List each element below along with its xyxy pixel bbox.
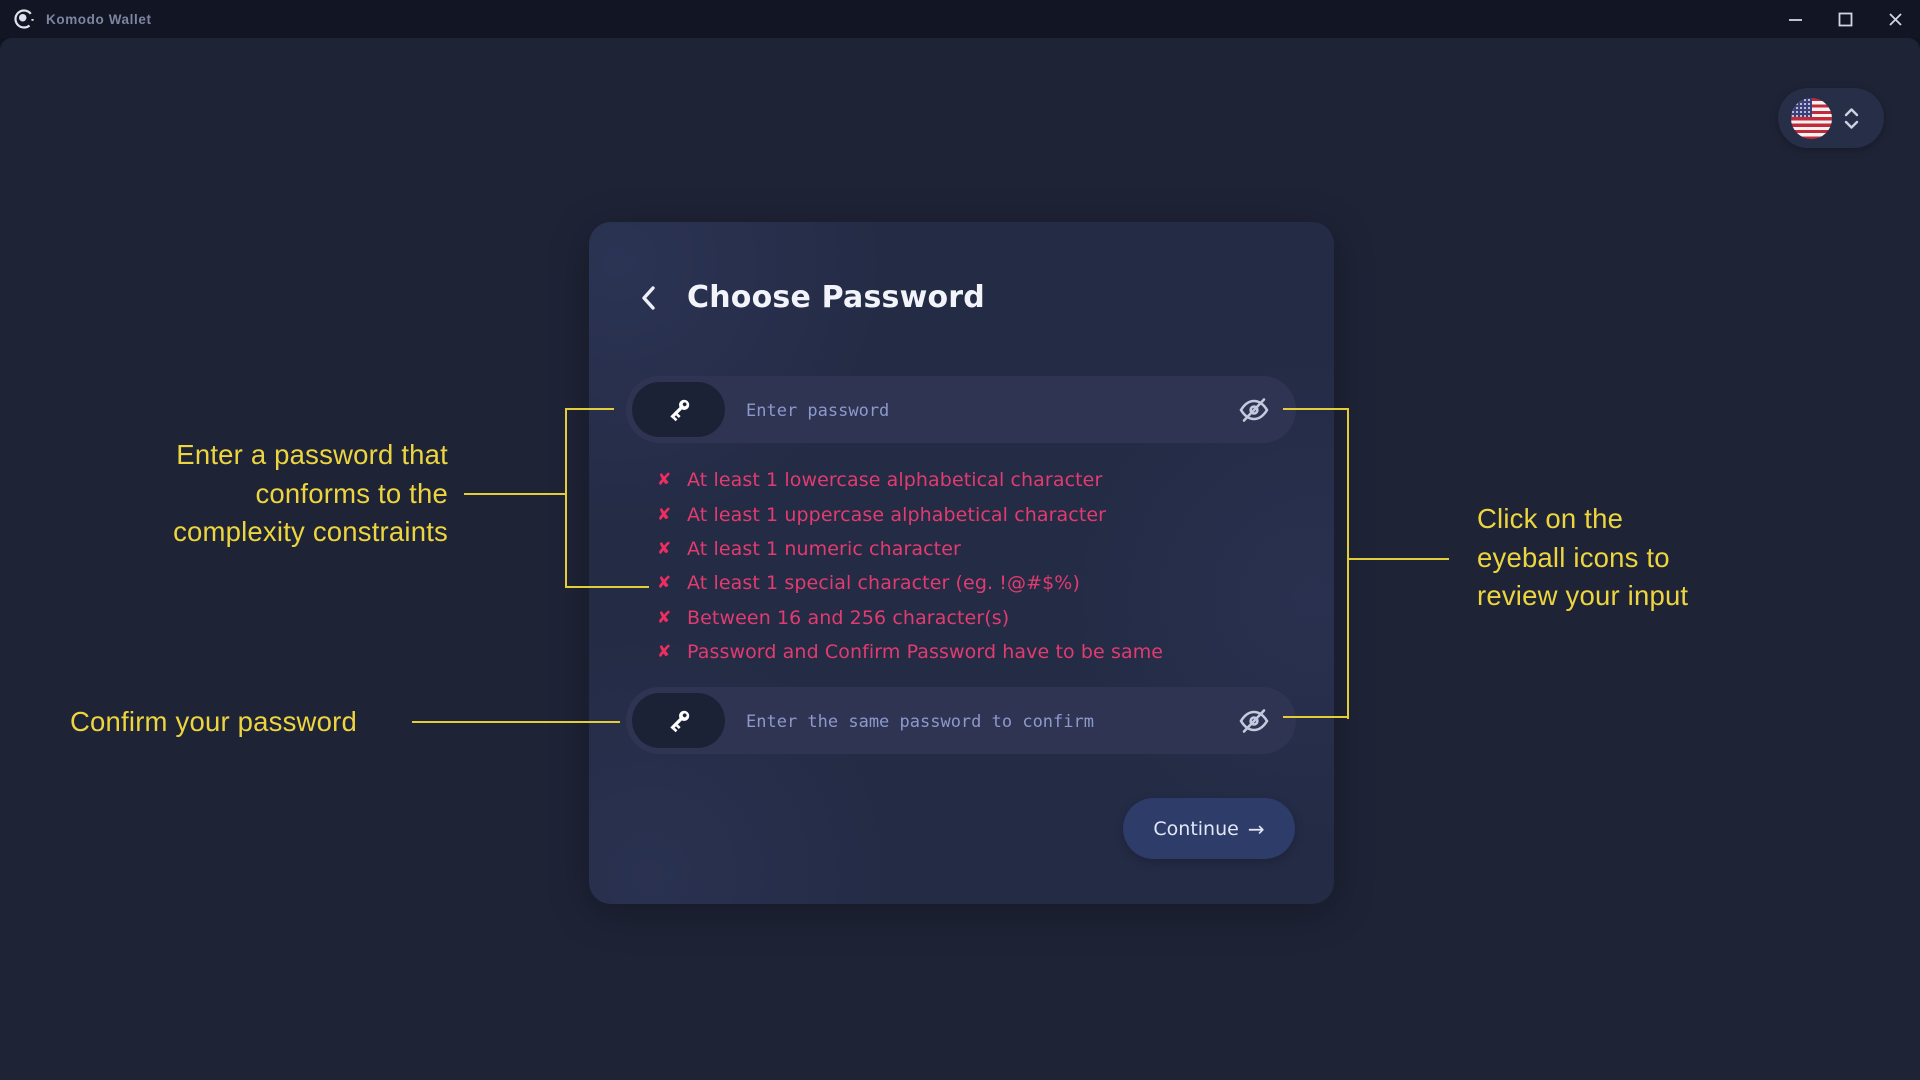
password-field[interactable] xyxy=(626,376,1296,445)
requirement-row: ✘ Between 16 and 256 character(s) xyxy=(657,601,1217,635)
requirement-text: Password and Confirm Password have to be… xyxy=(687,641,1164,664)
app-title: Komodo Wallet xyxy=(46,11,152,27)
requirement-row: ✘ At least 1 uppercase alphabetical char… xyxy=(657,497,1217,531)
key-icon xyxy=(669,710,689,732)
key-icon-badge xyxy=(632,382,725,437)
requirement-row: ✘ At least 1 numeric character xyxy=(657,532,1217,566)
annotation-eyeball-icons: Click on the eyeball icons to review you… xyxy=(1477,503,1689,612)
close-button[interactable] xyxy=(1870,0,1920,38)
requirement-row: ✘ At least 1 lowercase alphabetical char… xyxy=(657,463,1217,497)
password-visibility-toggle[interactable] xyxy=(1234,393,1274,426)
requirement-row: ✘ At least 1 special character (eg. !@#$… xyxy=(657,566,1217,600)
minimize-icon xyxy=(1788,18,1802,21)
back-button[interactable] xyxy=(633,283,663,313)
titlebar: Komodo Wallet xyxy=(0,0,1920,38)
fail-x-icon: ✘ xyxy=(657,642,672,663)
card-header: Choose Password xyxy=(633,280,985,315)
language-selector[interactable] xyxy=(1778,88,1884,148)
connector-line xyxy=(565,408,568,588)
confirm-password-input[interactable] xyxy=(744,687,1208,756)
fail-x-icon: ✘ xyxy=(657,607,672,628)
connector-line xyxy=(1347,408,1350,719)
chevron-up-down-icon xyxy=(1844,107,1859,129)
eye-slash-icon xyxy=(1239,708,1269,733)
maximize-icon xyxy=(1838,12,1852,26)
confirm-password-field[interactable] xyxy=(626,687,1296,756)
requirement-row: ✘ Password and Confirm Password have to … xyxy=(657,635,1217,669)
connector-line xyxy=(412,721,620,724)
annotation-confirm-password: Confirm your password xyxy=(70,706,357,737)
connector-line xyxy=(1283,408,1349,411)
chevron-left-icon xyxy=(642,285,655,310)
maximize-button[interactable] xyxy=(1820,0,1870,38)
minimize-button[interactable] xyxy=(1770,0,1820,38)
requirement-text: At least 1 special character (eg. !@#$%) xyxy=(687,572,1080,595)
continue-label: Continue xyxy=(1153,817,1239,840)
connector-line xyxy=(1283,716,1349,719)
key-icon xyxy=(669,399,689,421)
requirement-text: At least 1 numeric character xyxy=(687,537,961,560)
connector-line xyxy=(565,586,649,589)
komodo-logo-icon xyxy=(14,9,34,29)
us-flag-icon xyxy=(1791,97,1832,139)
requirement-text: At least 1 uppercase alphabetical charac… xyxy=(687,503,1107,526)
page-title: Choose Password xyxy=(687,280,985,315)
fail-x-icon: ✘ xyxy=(657,573,672,594)
fail-x-icon: ✘ xyxy=(657,470,672,491)
fail-x-icon: ✘ xyxy=(657,504,672,525)
connector-line xyxy=(565,408,614,411)
annotation-password-rules: Enter a password that conforms to the co… xyxy=(173,439,448,548)
confirm-visibility-toggle[interactable] xyxy=(1234,704,1274,737)
password-requirements-list: ✘ At least 1 lowercase alphabetical char… xyxy=(657,463,1217,669)
fail-x-icon: ✘ xyxy=(657,538,672,559)
connector-line xyxy=(464,493,567,496)
requirement-text: Between 16 and 256 character(s) xyxy=(687,606,1010,629)
close-icon xyxy=(1888,12,1902,26)
continue-button[interactable]: Continue → xyxy=(1123,798,1295,859)
key-icon-badge xyxy=(632,693,725,748)
eye-slash-icon xyxy=(1239,397,1269,422)
password-input[interactable] xyxy=(744,376,1208,445)
requirement-text: At least 1 lowercase alphabetical charac… xyxy=(687,469,1103,492)
choose-password-card: Choose Password xyxy=(589,222,1334,904)
arrow-right-icon: → xyxy=(1247,816,1265,841)
connector-line xyxy=(1347,558,1449,561)
